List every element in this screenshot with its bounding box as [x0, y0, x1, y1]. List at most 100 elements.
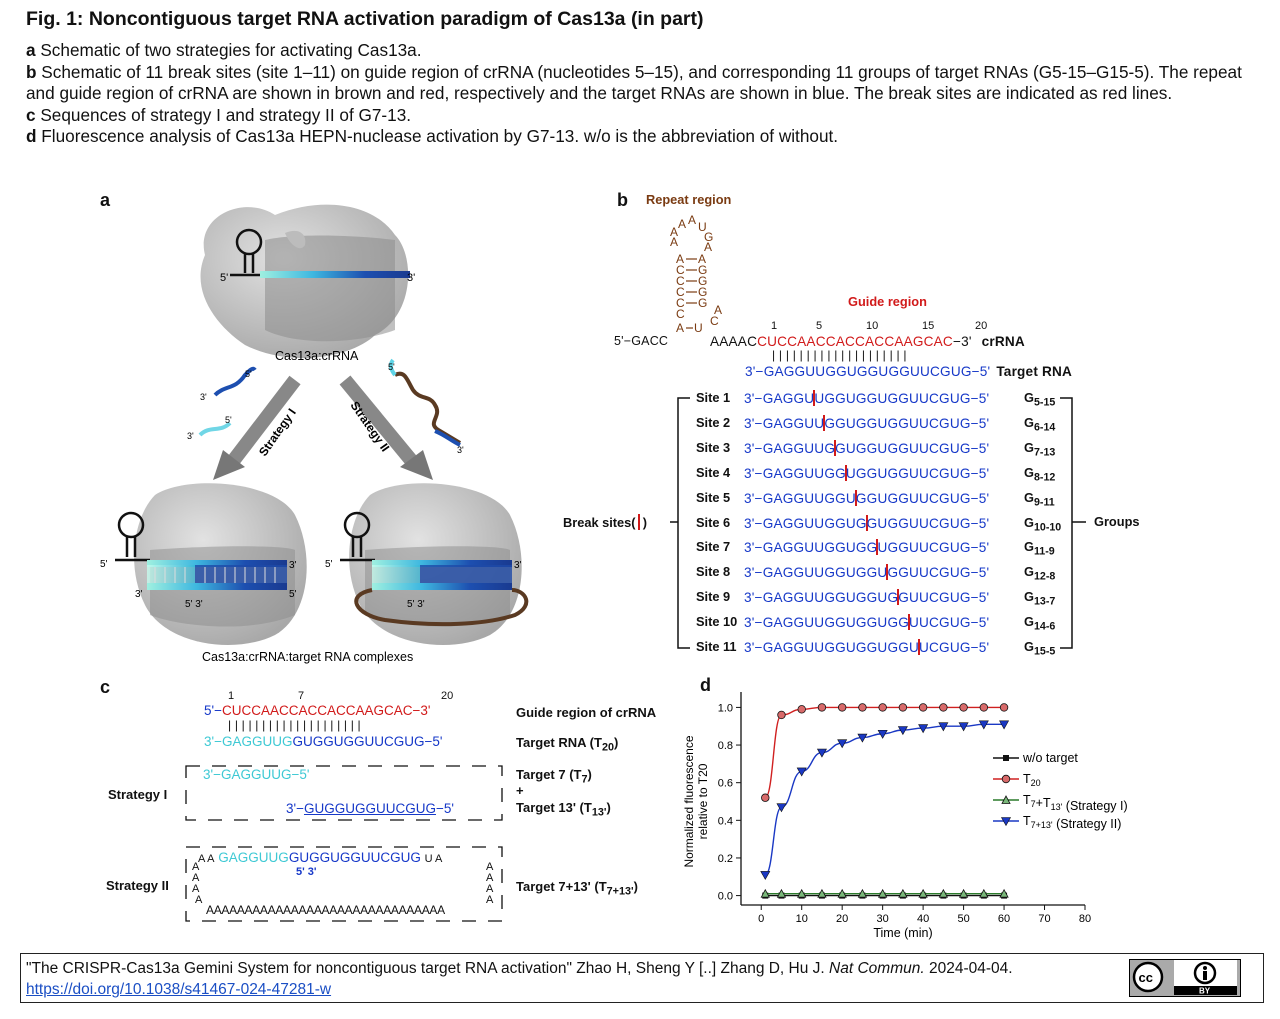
- svg-text:BY: BY: [1199, 987, 1211, 996]
- strategy1-arrow: [224, 375, 301, 470]
- group-label: G9-11: [1024, 489, 1055, 509]
- data-point: [776, 888, 787, 898]
- data-point: [938, 888, 949, 898]
- legend-label: T7+13' (Strategy II): [1023, 814, 1121, 831]
- crrna-guide-bar-top: [260, 271, 410, 278]
- data-point: [837, 739, 848, 749]
- data-point: [817, 888, 827, 898]
- site-bracket: [670, 397, 1086, 649]
- x-tick-label: 80: [1079, 913, 1091, 925]
- legend-marker: [1003, 755, 1009, 761]
- s1-target7-seq: 3'−GAGGUUG−5': [203, 767, 310, 782]
- strategy2-arrow: [339, 375, 421, 470]
- three-prime-top: 3': [407, 272, 415, 284]
- svg-text:5' 3': 5' 3': [407, 599, 425, 610]
- site-label: Site 7: [696, 539, 731, 555]
- panel-c-letter: c: [100, 677, 111, 697]
- data-point: [776, 803, 787, 813]
- cas13a-crrna-label: Cas13a:crRNA: [275, 349, 359, 363]
- site-label: Site 11: [696, 639, 737, 654]
- data-point: [979, 888, 989, 898]
- doi-link[interactable]: https://doi.org/10.1038/s41467-024-47281…: [26, 981, 332, 998]
- svg-text:5': 5': [388, 362, 395, 372]
- legend-marker: [1000, 817, 1012, 827]
- legend-label: T20: [1023, 772, 1041, 788]
- s2-seq: A A GAGGUUGGUGGUGGUUCGUG U A: [198, 850, 443, 865]
- data-point: [999, 720, 1010, 730]
- panel-d-letter: d: [700, 675, 711, 695]
- site-label: Site 1: [696, 390, 731, 405]
- break-mark-icon: [876, 539, 879, 556]
- c-guide-seq: 5'−CUCCAACCACCACCAAGCAC−3': [204, 703, 431, 718]
- site-label: Site 3: [696, 439, 731, 455]
- y-tick-label: 0.8: [718, 740, 733, 752]
- site-sequence: 3'−GAGGUUGGUGGUGGUUCGUG−5': [744, 564, 990, 581]
- site-label: Site 10: [696, 614, 738, 630]
- t7-label: Target 7 (T7): [516, 767, 592, 786]
- data-point: [938, 722, 949, 732]
- panel-a-letter: a: [100, 190, 111, 210]
- site-sequence: 3'−GAGGUUGGUGGUGGUUCGUG−5': [744, 464, 990, 481]
- legend-label: T7+T13' (Strategy I): [1023, 793, 1128, 813]
- legend-marker: [1001, 774, 1011, 784]
- five-prime-top: 5': [220, 272, 228, 284]
- site-sequence: 3'−GAGGUUGGUGGUGGUUCGUG−5': [744, 514, 990, 531]
- data-point: [959, 703, 968, 712]
- y-axis-label-2: relative to T20: [696, 763, 710, 839]
- series-line-1: [764, 706, 1005, 799]
- break-mark-icon: [813, 390, 816, 406]
- data-point: [837, 888, 847, 898]
- strategy1-box: [185, 765, 503, 821]
- svg-text:5': 5': [225, 415, 232, 425]
- site-label: Site 4: [696, 464, 731, 480]
- target-rna-line: 3'−GAGGUUGGUGGUGGUUCGUG−5'Target RNA: [745, 364, 1073, 379]
- legend-marker: [1001, 795, 1011, 804]
- data-point: [918, 703, 928, 712]
- data-point: [918, 888, 928, 898]
- break-mark-icon: [908, 614, 910, 631]
- break-mark-icon: [865, 514, 868, 531]
- data-point: [761, 793, 770, 802]
- s2-five-three: 5' 3': [296, 866, 317, 878]
- break-mark-icon: [823, 414, 826, 431]
- legend-c: c Sequences of strategy I and strategy I…: [26, 104, 412, 125]
- s2-polyA: AAAAAAAAAAAAAAAAAAAAAAAAAAAAAAA: [206, 903, 445, 917]
- data-point: [857, 733, 868, 743]
- site-sequence: 3'−GAGGUUGGUGGUGGUUCGUG−5': [744, 439, 990, 456]
- break-mark-icon: [638, 514, 641, 530]
- data-point: [797, 705, 806, 714]
- t713-label: Target 7+13' (T7+13'): [516, 879, 638, 898]
- svg-text:5': 5': [100, 559, 108, 570]
- svg-text:3': 3': [187, 431, 194, 441]
- c-pos-1: 1: [228, 690, 235, 702]
- x-tick-label: 20: [836, 913, 848, 925]
- cc-by-license-badge[interactable]: cc BY: [1129, 959, 1241, 997]
- svg-text:3': 3': [135, 589, 143, 600]
- data-point: [878, 703, 887, 712]
- data-point: [857, 888, 868, 898]
- site-label: Site 6: [696, 514, 731, 530]
- legend-d: d Fluorescence analysis of Cas13a HEPN-n…: [26, 126, 839, 146]
- data-point: [939, 703, 948, 712]
- x-tick-label: 0: [758, 913, 764, 925]
- strategy2-box: [185, 846, 503, 922]
- figure-legend: a Schematic of two strategies for activa…: [26, 40, 1254, 148]
- y-axis-label: Normalized fluorescence: [682, 735, 696, 867]
- data-point: [898, 888, 908, 898]
- data-point: [978, 720, 989, 730]
- data-point: [958, 722, 969, 732]
- groups-label: Groups: [1094, 514, 1140, 529]
- break-mark-icon: [886, 564, 889, 581]
- data-point: [979, 703, 989, 712]
- group-label: G14-6: [1024, 614, 1056, 633]
- c-pos-20: 20: [441, 690, 454, 702]
- data-point: [837, 703, 847, 712]
- panel-a-schematic: 5' 3' Cas13a:crRNA Strategy I Strategy I…: [100, 204, 529, 664]
- crrna-pairing: ||||||||||||||||||||: [772, 348, 911, 362]
- x-axis-label: Time (min): [873, 926, 932, 940]
- site-sequence: 3'−GAGGUUGGUGGUGGUUCGUG−5': [744, 589, 990, 606]
- group-label: G8-12: [1024, 464, 1056, 484]
